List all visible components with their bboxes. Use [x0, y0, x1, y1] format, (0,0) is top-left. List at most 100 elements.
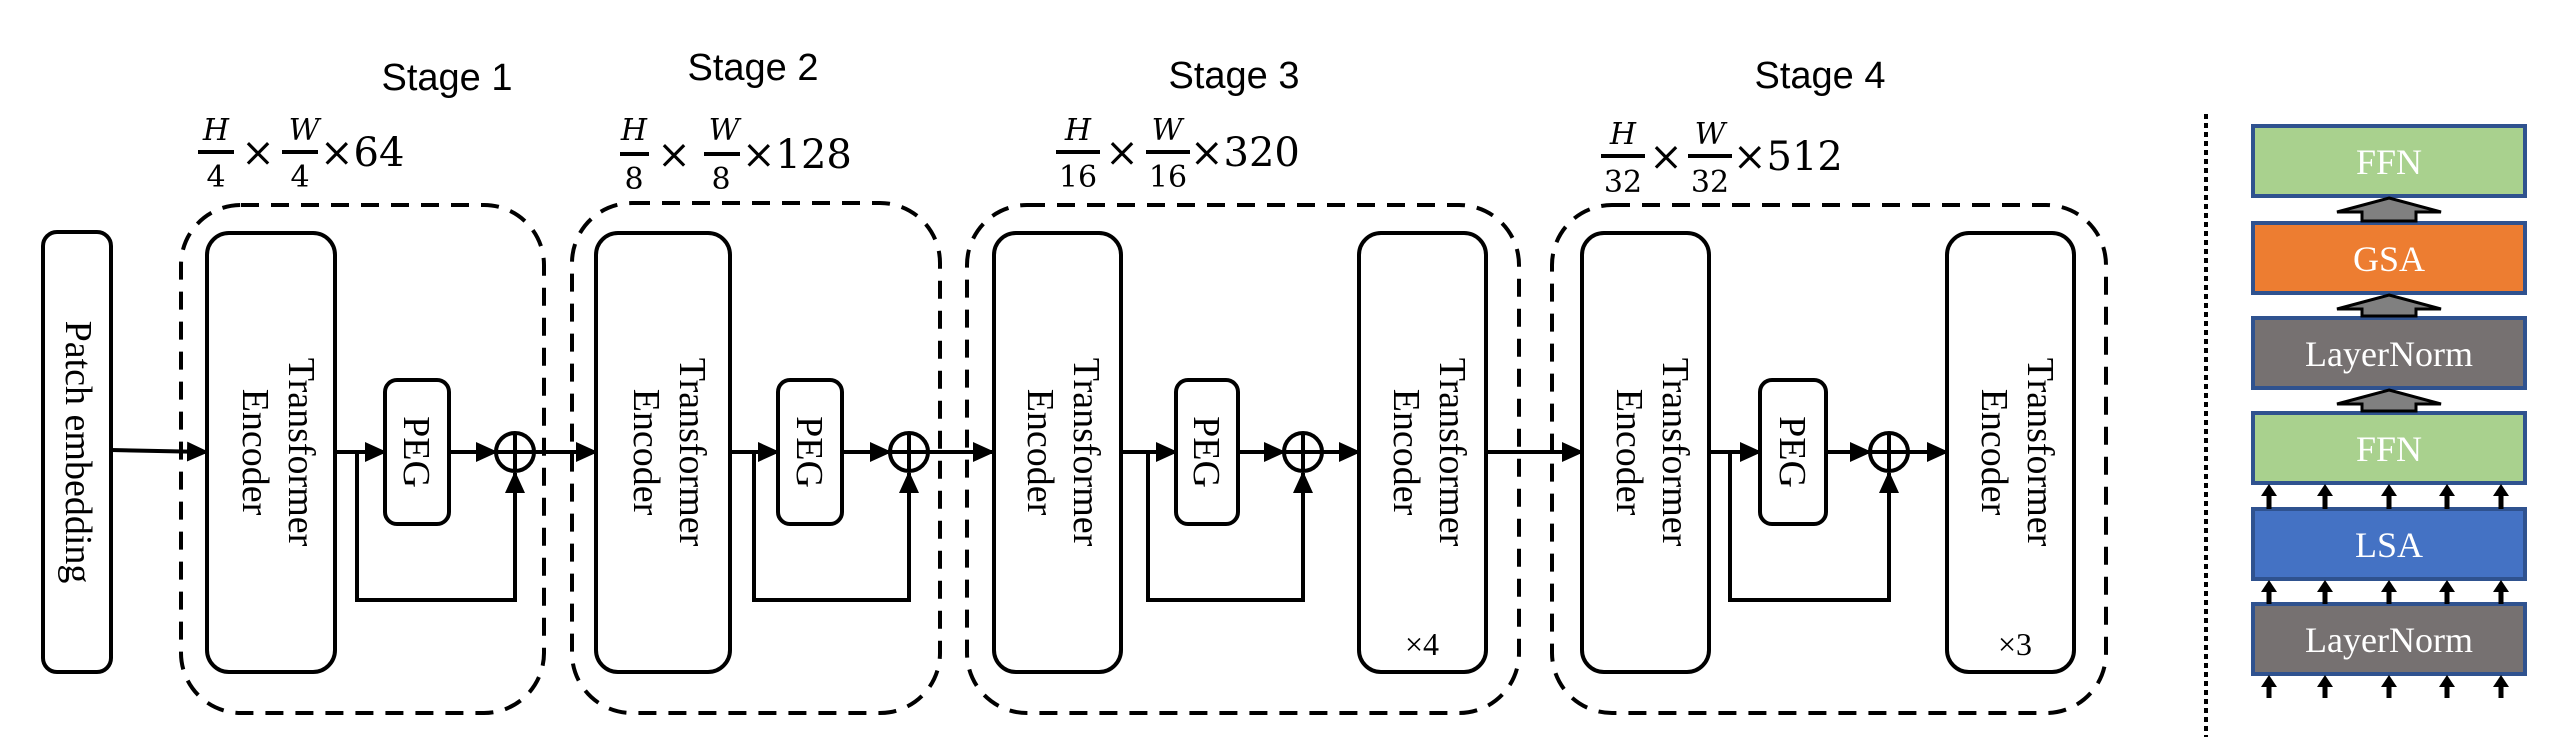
- stage-1-encoder: Transformer Encoder: [205, 231, 337, 674]
- patch-embedding-label: Patch embedding: [57, 321, 99, 584]
- stage-4-boundary: [1550, 203, 2108, 715]
- encoder-line1: Transformer: [280, 358, 322, 547]
- encoder-line2: Encoder: [1608, 389, 1650, 516]
- stage-4-encoder-2: Transformer Encoder ×3: [1945, 231, 2076, 674]
- stage-4-h-num: H: [1609, 117, 1637, 152]
- stage-2-channels: ×128: [742, 132, 852, 178]
- arrow-patch-to-stage1: [110, 441, 209, 462]
- stage-2-h-den: 8: [624, 162, 643, 197]
- stage-3: Stage 3 H 16 × W 16 ×320 Transformer Enc…: [965, 55, 1521, 715]
- small-arrow-up-icon: [2493, 484, 2509, 509]
- encoder-line2: Encoder: [1973, 389, 2015, 516]
- stage-1-peg: PEG: [383, 378, 451, 526]
- stage-2-w-num: W: [709, 113, 742, 148]
- small-arrow-up-icon: [2439, 484, 2455, 509]
- stage-3-peg: PEG: [1174, 378, 1240, 526]
- layer-label: LayerNorm: [2305, 620, 2473, 660]
- stage-2: Stage 2 H 8 × W 8 ×128 Transformer Encod…: [570, 47, 942, 715]
- small-arrow-up-icon: [2261, 675, 2277, 698]
- stage-1-channels: ×64: [320, 130, 404, 176]
- small-arrow-up-icon: [2317, 484, 2333, 509]
- encoder-line1: Transformer: [2019, 358, 2061, 547]
- add-icon: [888, 431, 930, 473]
- small-arrow-up-icon: [2317, 580, 2333, 604]
- add-icon: [494, 431, 536, 473]
- stage-3-w-num: W: [1152, 113, 1185, 148]
- small-arrow-up-icon: [2381, 484, 2397, 509]
- stage-1-dims: H 4 × W 4 ×64: [198, 113, 404, 195]
- layer-label: LSA: [2355, 525, 2423, 565]
- encoder-line1: Transformer: [1431, 358, 1473, 547]
- small-arrow-up-icon: [2381, 580, 2397, 604]
- encoder-line1: Transformer: [1654, 358, 1696, 547]
- encoder-line2: Encoder: [1019, 389, 1061, 516]
- stage-2-boundary: [570, 201, 942, 715]
- stage-3-h-den: 16: [1059, 160, 1097, 195]
- small-arrow-up-icon: [2439, 580, 2455, 604]
- stage-3-channels: ×320: [1190, 130, 1300, 176]
- stage-1-title: Stage 1: [382, 57, 513, 99]
- residual-connection: [752, 452, 919, 602]
- block-arrow-up-icon: [2336, 388, 2442, 413]
- stage-3-h-num: H: [1064, 113, 1092, 148]
- stage-4-channels: ×512: [1733, 134, 1843, 180]
- small-arrow-up-icon: [2381, 675, 2397, 698]
- encoder-line2: Encoder: [1385, 389, 1427, 516]
- residual-connection: [1728, 452, 1899, 602]
- encoder-line1: Transformer: [1065, 358, 1107, 547]
- stage-2-encoder: Transformer Encoder: [594, 231, 732, 674]
- layer-label: FFN: [2356, 429, 2422, 469]
- stage-3-times: ×: [1105, 130, 1139, 176]
- residual-connection: [355, 452, 525, 602]
- stage-4-dims: H 32 × W 32 ×512: [1601, 117, 1843, 200]
- stage-3-boundary: [965, 203, 1521, 715]
- small-arrow-up-icon: [2317, 675, 2333, 698]
- layer-ffn-0: FFN: [2251, 124, 2527, 198]
- encoder-line2: Encoder: [234, 389, 276, 516]
- add-icon: [1868, 431, 1910, 473]
- stage-1-h-den: 4: [206, 160, 225, 195]
- layer-ffn-3: FFN: [2251, 411, 2527, 485]
- stage-1-w-num: W: [289, 113, 322, 148]
- stage-2-title: Stage 2: [688, 47, 819, 89]
- layer-layernorm-2: LayerNorm: [2251, 316, 2527, 390]
- stage-2-dims: H 8 × W 8 ×128: [620, 113, 852, 197]
- stage-1: Stage 1 H 4 × W 4 ×64 Transformer Encode…: [179, 57, 546, 715]
- stage-1-h-num: H: [202, 113, 230, 148]
- block-arrow-up-icon: [2336, 196, 2442, 223]
- layer-lsa-4: LSA: [2251, 507, 2527, 581]
- stage-3-w-den: 16: [1149, 160, 1187, 195]
- small-arrow-up-icon: [2439, 675, 2455, 698]
- stage-4-w-num: W: [1695, 117, 1728, 152]
- small-arrow-up-icon: [2493, 675, 2509, 698]
- encoder-line1: Transformer: [671, 358, 713, 547]
- layer-label: FFN: [2356, 142, 2422, 182]
- peg-label: PEG: [788, 416, 830, 488]
- stage-1-w-den: 4: [290, 160, 309, 195]
- patch-embedding-block: Patch embedding: [41, 230, 113, 674]
- small-arrow-up-icon: [2261, 580, 2277, 604]
- add-icon: [1282, 431, 1324, 473]
- stage-4: Stage 4 H 32 × W 32 ×512 Transformer Enc…: [1550, 55, 2108, 715]
- stage-4-peg: PEG: [1758, 378, 1828, 526]
- layer-label: GSA: [2353, 239, 2425, 279]
- stage-3-title: Stage 3: [1169, 55, 1300, 97]
- stage-3-dims: H 16 × W 16 ×320: [1056, 113, 1300, 195]
- stage-3-encoder-2: Transformer Encoder ×4: [1357, 231, 1488, 674]
- stage-4-title: Stage 4: [1755, 55, 1886, 97]
- repeat-count: ×4: [1405, 626, 1439, 662]
- encoder-line2: Encoder: [625, 389, 667, 516]
- stage-4-times: ×: [1649, 134, 1683, 180]
- stage-4-h-den: 32: [1604, 165, 1642, 200]
- stage-1-boundary: [179, 203, 546, 715]
- stage-4-encoder-1: Transformer Encoder: [1580, 231, 1711, 674]
- small-arrow-up-icon: [2493, 580, 2509, 604]
- stage-3-encoder-1: Transformer Encoder: [992, 231, 1123, 674]
- layer-gsa-1: GSA: [2251, 221, 2527, 295]
- stage-2-times: ×: [657, 132, 691, 178]
- small-arrow-up-icon: [2261, 484, 2277, 509]
- peg-label: PEG: [1185, 416, 1227, 488]
- residual-connection: [1146, 452, 1313, 602]
